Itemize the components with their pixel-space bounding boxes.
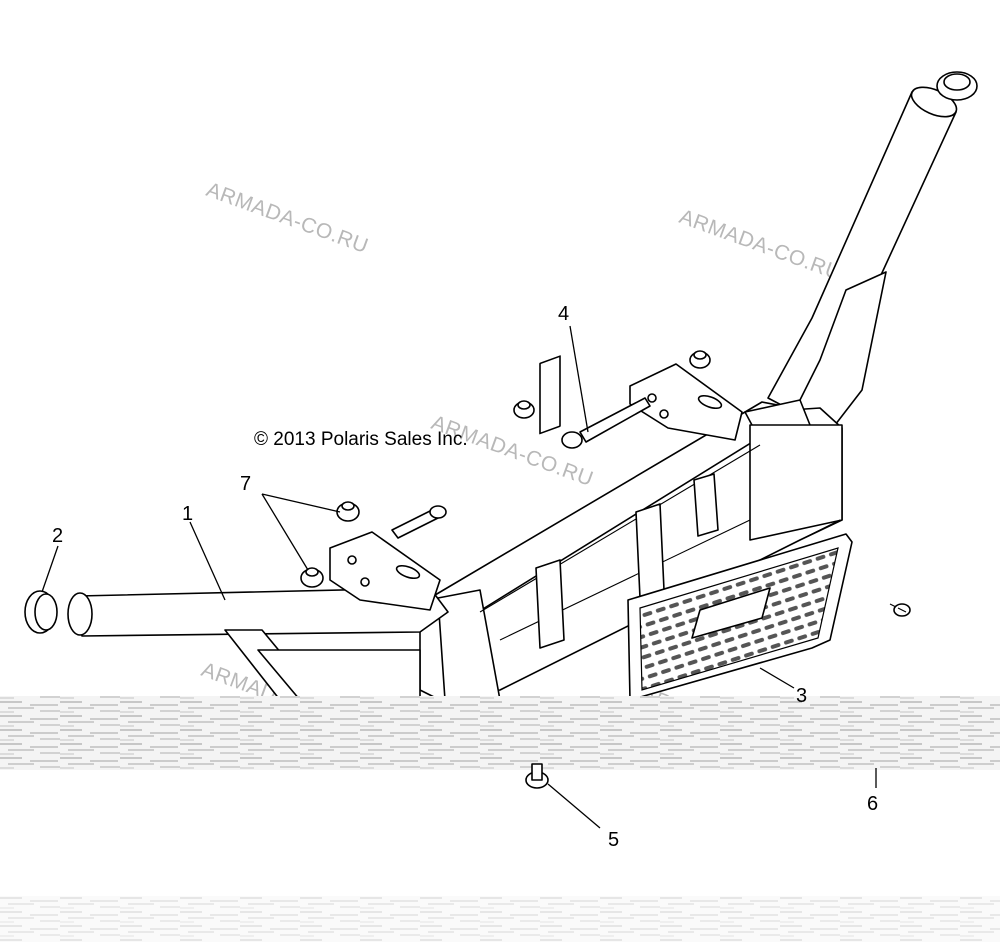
mount-bracket-right (629, 363, 743, 441)
callout-2: 2 (52, 525, 63, 547)
nut-d-item7 (300, 567, 324, 588)
watermark-3: ARMADA-CO.RU (428, 411, 596, 491)
nut-b (689, 350, 711, 369)
callout-6: 6 (867, 793, 878, 815)
bolt-right (561, 397, 651, 449)
leader-5 (547, 783, 601, 829)
leader-1 (189, 521, 226, 601)
bolt-bottom (525, 763, 549, 789)
leader-2 (41, 545, 59, 593)
leader-7b (261, 493, 309, 571)
watermark-1: ARMADA-CO.RU (203, 178, 371, 258)
leader-3 (759, 667, 795, 689)
scan-noise-band (0, 696, 1000, 770)
mount-bracket-left (329, 531, 441, 611)
callout-7: 7 (240, 473, 251, 495)
screw (889, 603, 911, 617)
callout-3: 3 (796, 685, 807, 707)
leader-4 (569, 325, 589, 433)
callout-4: 4 (558, 303, 569, 325)
bumper-tube-left (67, 587, 449, 701)
watermark-2: ARMADA-CO.RU (676, 205, 844, 285)
callout-1: 1 (182, 503, 193, 525)
end-plug-left (24, 590, 58, 634)
bumper-body (419, 355, 843, 701)
end-plug-top (936, 71, 978, 101)
nut-a (513, 400, 535, 419)
bolt-left (391, 505, 447, 539)
leader-7a (261, 493, 341, 513)
scan-noise-bottom (0, 896, 1000, 942)
copyright-text: © 2013 Polaris Sales Inc. (254, 429, 468, 450)
callout-5: 5 (608, 829, 619, 851)
nut-c-item7 (336, 501, 360, 522)
